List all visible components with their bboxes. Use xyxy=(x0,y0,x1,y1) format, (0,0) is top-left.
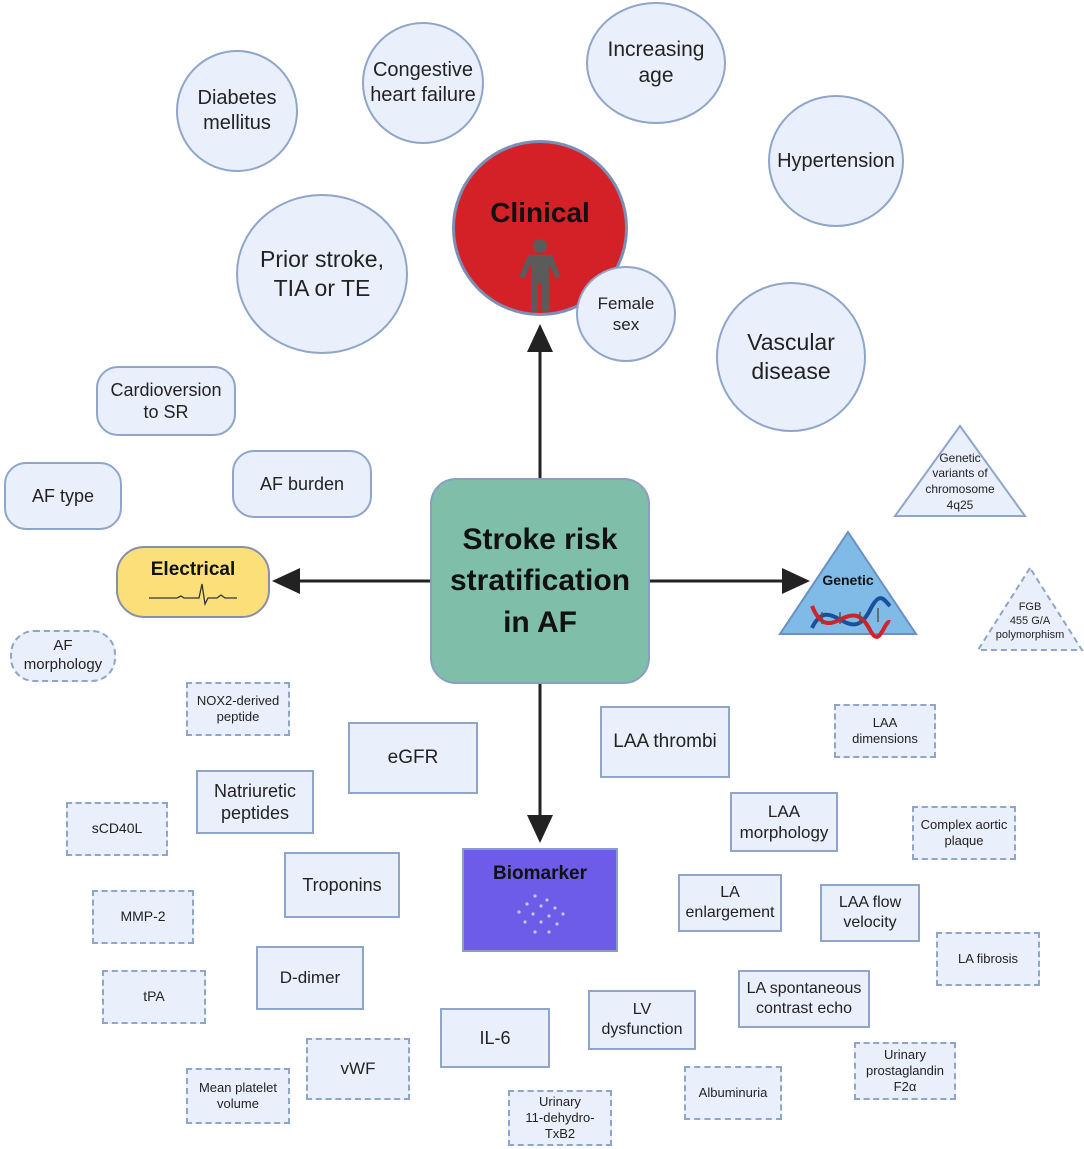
electrical-hub-title: Electrical xyxy=(150,559,236,580)
af-burden-factor: AF burden xyxy=(232,450,372,518)
nox2-peptide-factor: NOX2-derived peptide xyxy=(186,682,290,736)
laa-flow-velocity-factor: LAA flow velocity xyxy=(820,884,920,942)
female-sex-factor: Female sex xyxy=(576,266,676,362)
scd40l-factor: sCD40L xyxy=(66,802,168,856)
hypertension-factor: Hypertension xyxy=(768,95,904,227)
mean-platelet-volume-factor: Mean platelet volume xyxy=(186,1068,290,1124)
chromosome-triangle xyxy=(893,424,1027,517)
laa-dimensions-factor: LAA dimensions xyxy=(834,704,936,758)
lv-dysfunction-factor: LV dysfunction xyxy=(588,990,696,1050)
ecg-trace-icon xyxy=(149,583,237,606)
la-enlargement-factor: LA enlargement xyxy=(678,874,782,932)
vwf-factor: vWF xyxy=(306,1038,410,1100)
arrow-to-electrical xyxy=(272,568,300,594)
stroke-risk-center-box: Stroke risk stratification in AF xyxy=(430,478,650,684)
arrow-to-clinical xyxy=(527,324,553,352)
mmp2-factor: MMP-2 xyxy=(92,890,194,944)
af-type-factor: AF type xyxy=(4,462,122,530)
il6-factor: IL-6 xyxy=(440,1008,550,1068)
cardioversion-factor: Cardioversion to SR xyxy=(96,366,236,436)
laa-thrombi-factor: LAA thrombi xyxy=(600,706,730,778)
biomarker-hub-title: Biomarker xyxy=(493,863,587,884)
egfr-factor: eGFR xyxy=(348,722,478,794)
clinical-hub-title: Clinical xyxy=(490,197,590,228)
person-icon xyxy=(519,238,561,312)
center-title: Stroke risk stratification in AF xyxy=(449,522,631,639)
troponins-factor: Troponins xyxy=(284,852,400,918)
congestive-heart-failure-factor: Congestive heart failure xyxy=(362,22,484,144)
natriuretic-peptides-factor: Natriuretic peptides xyxy=(196,770,314,834)
la-spontaneous-contrast-factor: LA spontaneous contrast echo xyxy=(738,970,870,1028)
tpa-factor: tPA xyxy=(102,970,206,1024)
chromosome-4q25-factor: Genetic variants of chromosome 4q25 xyxy=(925,450,995,512)
d-dimer-factor: D-dimer xyxy=(256,946,364,1010)
dna-strand-2-icon xyxy=(810,605,891,639)
urinary-txb2-factor: Urinary 11-dehydro- TxB2 xyxy=(508,1090,612,1146)
biomarker-hub: Biomarker xyxy=(462,848,618,952)
la-fibrosis-factor: LA fibrosis xyxy=(936,932,1040,986)
vascular-disease-factor: Vascular disease xyxy=(716,282,866,432)
diabetes-mellitus-factor: Diabetes mellitus xyxy=(176,50,298,172)
electrical-hub: Electrical xyxy=(116,546,270,618)
genetic-hub-title: Genetic xyxy=(822,572,874,589)
prior-stroke-factor: Prior stroke, TIA or TE xyxy=(236,194,408,354)
urinary-prostaglandin-factor: Urinary prostaglandin F2α xyxy=(854,1042,956,1100)
laa-morphology-factor: LAA morphology xyxy=(730,792,838,852)
fgb-triangle xyxy=(976,566,1084,651)
increasing-age-factor: Increasing age xyxy=(586,2,726,124)
particles-icon xyxy=(517,894,565,934)
fgb-polymorphism-factor: FGB 455 G/A polymorphism xyxy=(995,600,1065,642)
af-morphology-factor: AF morphology xyxy=(10,630,116,682)
arrow-to-genetic xyxy=(782,568,810,594)
complex-aortic-plaque-factor: Complex aortic plaque xyxy=(912,806,1016,860)
albuminuria-factor: Albuminuria xyxy=(684,1066,782,1120)
arrow-to-biomarker xyxy=(527,815,553,843)
